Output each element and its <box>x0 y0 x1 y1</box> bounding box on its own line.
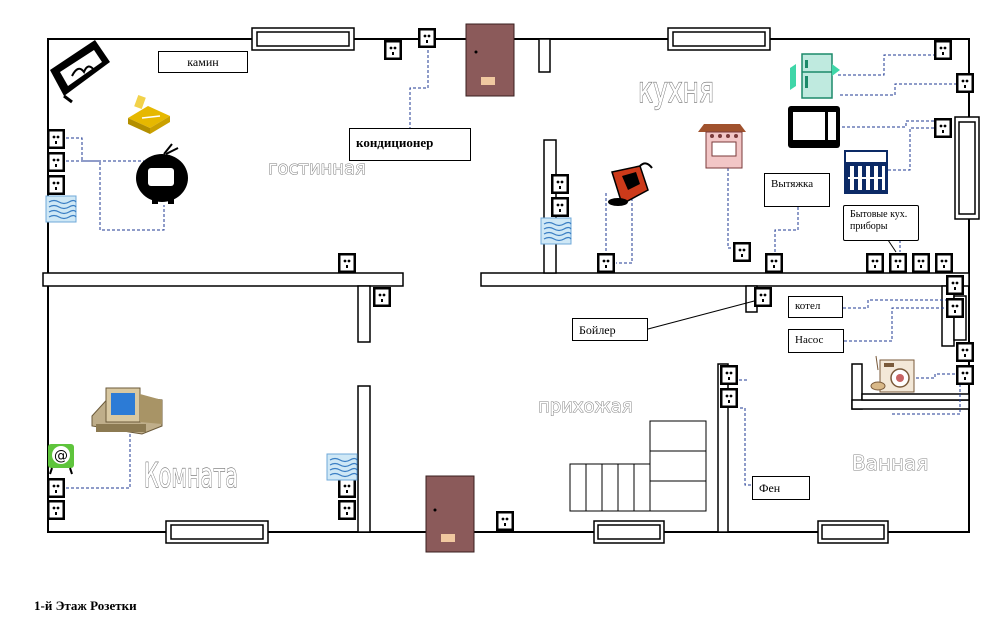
callout-hood: Вытяжка <box>764 173 830 207</box>
socket-icon <box>956 365 974 385</box>
tv-icon <box>136 143 188 204</box>
callout-kitchen-appliances-line2: приборы <box>850 221 888 232</box>
room-label-kitchen: кухня <box>638 70 714 111</box>
socket-icon <box>338 500 356 520</box>
callout-air-conditioner: кондиционер <box>349 128 471 161</box>
socket-icon <box>889 253 907 273</box>
socket-icon <box>597 253 615 273</box>
fireplace-icon <box>50 40 110 104</box>
socket-icon <box>720 388 738 408</box>
washing-machine-icon <box>870 355 915 393</box>
fridge-icon <box>790 53 840 99</box>
socket-icon <box>935 253 953 273</box>
door-top <box>465 23 515 97</box>
stairs <box>569 420 707 512</box>
floor-caption: 1-й Этаж Розетки <box>34 598 137 613</box>
svg-text:@: @ <box>54 448 68 464</box>
stove-icon <box>698 124 746 169</box>
socket-icon <box>47 175 65 195</box>
socket-icon <box>47 478 65 498</box>
interior-walls <box>42 38 970 533</box>
callout-kitchen-appliances-line1: Бытовые кух. <box>850 209 908 220</box>
socket-icon <box>47 129 65 149</box>
dishwasher-icon <box>844 150 888 194</box>
callout-fireplace: камин <box>158 51 248 73</box>
socket-icon <box>934 118 952 138</box>
socket-icon <box>338 253 356 273</box>
socket-icon <box>733 242 751 262</box>
socket-icon <box>934 40 952 60</box>
socket-icon <box>384 40 402 60</box>
computer-icon <box>91 387 163 435</box>
socket-icon <box>47 500 65 520</box>
socket-icon <box>551 174 569 194</box>
callout-boiler-heater: Бойлер <box>572 318 648 341</box>
room-label-living: гостинная <box>268 158 366 179</box>
room-label-hall: прихожая <box>538 396 633 417</box>
socket-icon <box>956 73 974 93</box>
callout-hair-dryer: Фен <box>752 476 810 500</box>
callout-boiler: котел <box>788 296 843 318</box>
socket-icon <box>912 253 930 273</box>
windows <box>165 27 980 544</box>
boiler-leader <box>647 299 759 330</box>
socket-icon <box>956 342 974 362</box>
socket-icon <box>946 275 964 295</box>
ac-unit-icon <box>128 94 170 134</box>
socket-icon <box>754 287 772 307</box>
callout-pump: Насос <box>788 329 844 353</box>
socket-icon <box>47 152 65 172</box>
coffee-maker-icon <box>608 162 653 206</box>
socket-icon <box>765 253 783 273</box>
socket-icon <box>338 478 356 498</box>
microwave-icon <box>788 106 840 148</box>
socket-icon <box>866 253 884 273</box>
callout-kitchen-appliances: Бытовые кух. приборы <box>843 205 919 241</box>
room-label-room: Комната <box>144 456 238 496</box>
socket-icon <box>946 298 964 318</box>
socket-icon <box>720 365 738 385</box>
room-label-bathroom: Ванная <box>852 451 928 475</box>
socket-icon <box>551 197 569 217</box>
heater-icon <box>326 453 358 481</box>
socket-icon <box>418 28 436 48</box>
email-icon: @ <box>48 444 74 475</box>
heater-icon <box>45 195 77 223</box>
socket-icon <box>496 511 514 531</box>
door-bottom <box>425 475 475 553</box>
socket-icon <box>373 287 391 307</box>
heater-icon <box>540 217 572 245</box>
